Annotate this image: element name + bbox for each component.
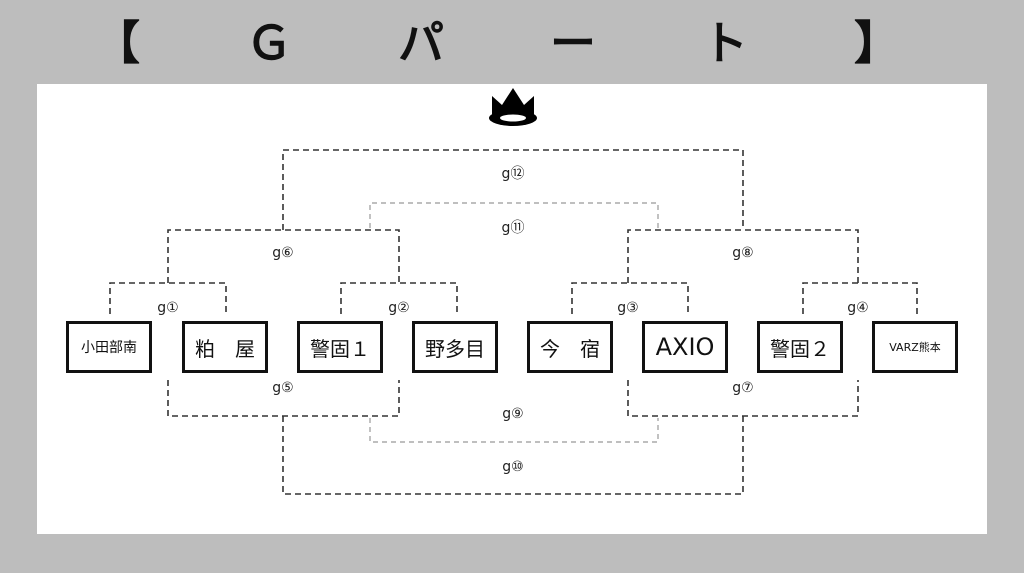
bracket-line-g3: [571, 282, 689, 314]
bracket-line-g11: [369, 202, 659, 228]
game-label-g5: g⑤: [270, 380, 296, 396]
team-box-2: 粕 屋: [182, 321, 268, 373]
team-box-1: 小田部南: [66, 321, 152, 373]
game-label-g1: g①: [155, 300, 181, 316]
team-box-7: 警固２: [757, 321, 843, 373]
team-box-8: VARZ熊本: [872, 321, 958, 373]
game-label-g2: g②: [386, 300, 412, 316]
game-label-g7: g⑦: [730, 380, 756, 396]
page-title: 【 Ｇ パ ー ト 】: [94, 16, 930, 70]
bracket-line-g12: [282, 149, 744, 230]
game-label-g4: g④: [845, 300, 871, 316]
bracket-line-g2: [340, 282, 458, 314]
team-box-4: 野多目: [412, 321, 498, 373]
game-label-g12: g⑫: [499, 166, 527, 182]
game-label-g8: g⑧: [730, 245, 756, 261]
crown-icon: [489, 88, 537, 126]
game-label-g11: g⑪: [499, 220, 527, 236]
bracket-line-g1: [109, 282, 227, 314]
bracket-line-g4: [802, 282, 918, 314]
game-label-g9: g⑨: [500, 406, 526, 422]
bracket-line-g10: [282, 416, 744, 495]
game-label-g3: g③: [615, 300, 641, 316]
bracket-line-g6: [167, 229, 400, 283]
bracket-line-g9: [369, 418, 659, 443]
game-label-g6: g⑥: [270, 245, 296, 261]
team-box-5: 今 宿: [527, 321, 613, 373]
team-box-3: 警固１: [297, 321, 383, 373]
game-label-g10: g⑩: [500, 459, 526, 475]
team-box-6: AXIO: [642, 321, 728, 373]
